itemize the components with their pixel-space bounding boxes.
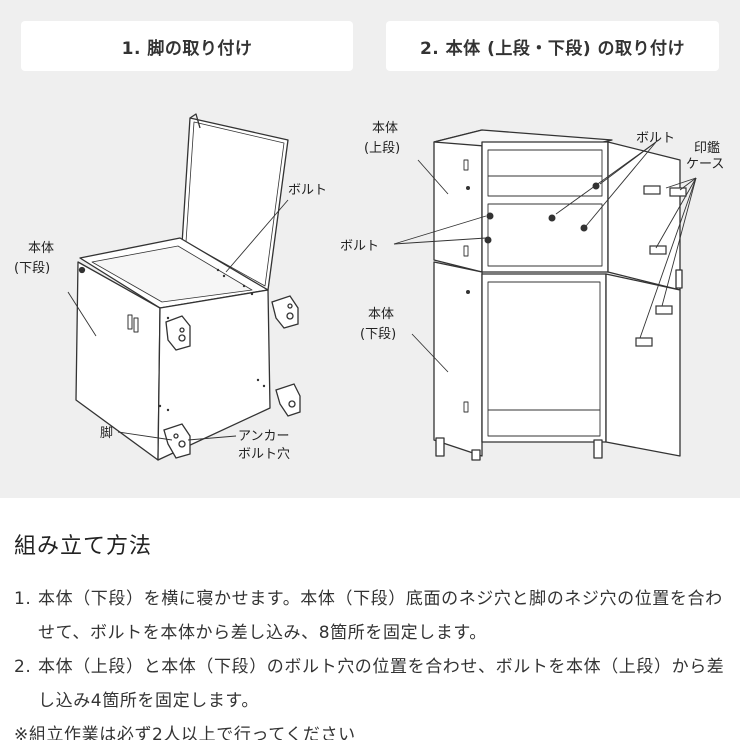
illustration-panel: 1. 脚の取り付け 2. 本体 (上段・下段) の取り付け xyxy=(0,0,740,498)
label-lower-body-right-sub: (下段) xyxy=(360,327,396,342)
label-lower-body-right: 本体 xyxy=(368,307,394,322)
cabinet-stack-illustration xyxy=(433,129,683,461)
lower-body-box-illustration xyxy=(75,113,289,461)
instruction-item: 1. 本体（下段）を横に寝かせます。本体（下段）底面のネジ穴と脚のネジ穴の位置を… xyxy=(14,582,726,650)
leader-lines-right xyxy=(393,141,697,373)
label-case: ケース xyxy=(686,157,724,172)
leader-lines-left xyxy=(67,199,289,441)
label-bolt-left-diagram: ボルト xyxy=(288,183,327,198)
label-leg: 脚 xyxy=(100,425,113,441)
step1-header: 1. 脚の取り付け xyxy=(21,21,353,71)
label-anchor-sub: ボルト穴 xyxy=(238,447,290,462)
instruction-number: 2. xyxy=(14,657,32,677)
leg-brackets xyxy=(163,295,301,459)
instructions-title: 組み立て方法 xyxy=(14,534,153,559)
label-upper-body-sub: (上段) xyxy=(364,141,400,156)
instruction-text: 本体（上段）と本体（下段）のボルト穴の位置を合わせ、ボルトを本体（上段）から差し… xyxy=(38,657,725,711)
instructions-list: 1. 本体（下段）を横に寝かせます。本体（下段）底面のネジ穴と脚のネジ穴の位置を… xyxy=(14,582,726,718)
safety-note: ※組立作業は必ず2人以上で行ってください xyxy=(14,725,356,740)
seal-cases xyxy=(635,185,687,347)
assembly-diagram: 本体 (下段) ボルト 脚 アンカー ボルト穴 xyxy=(14,113,724,462)
instruction-text: 本体（下段）を横に寝かせます。本体（下段）底面のネジ穴と脚のネジ穴の位置を合わせ… xyxy=(38,589,723,643)
label-bolt-right-diagram: ボルト xyxy=(340,239,379,254)
instructions-section: 組み立て方法 1. 本体（下段）を横に寝かせます。本体（下段）底面のネジ穴と脚の… xyxy=(0,498,740,740)
label-bolt-top: ボルト xyxy=(636,131,675,146)
bolts xyxy=(484,182,600,244)
label-seal: 印鑑 xyxy=(694,140,720,156)
instruction-number: 1. xyxy=(14,589,32,609)
label-lower-body: 本体 xyxy=(28,241,54,256)
step2-header: 2. 本体 (上段・下段) の取り付け xyxy=(386,21,719,71)
label-anchor: アンカー xyxy=(238,429,289,444)
instruction-item: 2. 本体（上段）と本体（下段）のボルト穴の位置を合わせ、ボルトを本体（上段）か… xyxy=(14,650,726,718)
label-lower-body-sub: (下段) xyxy=(14,261,50,276)
label-upper-body: 本体 xyxy=(372,121,398,136)
